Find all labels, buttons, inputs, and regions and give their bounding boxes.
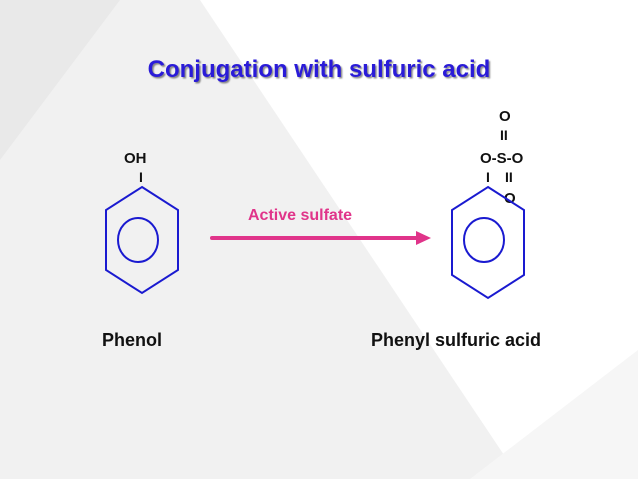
sulfate-bottom-oxygen: O [504,190,516,207]
sulfate-group: O-S-O [480,150,524,167]
phenol-oh-group: OH [124,150,147,167]
sulfate-bottom-double-bond: II [505,169,513,185]
active-sulfate-label: Active sulfate [248,207,353,224]
sulfate-top-oxygen: O [499,108,511,125]
phenol-name: Phenol [102,330,163,350]
slide-title: Conjugation with sulfuric acid [147,56,491,83]
phenyl-sulfuric-acid-name: Phenyl sulfuric acid [371,330,542,350]
product-ring-bond: I [486,169,490,185]
sulfate-top-double-bond: II [500,127,508,143]
phenol-single-bond: I [139,169,143,185]
